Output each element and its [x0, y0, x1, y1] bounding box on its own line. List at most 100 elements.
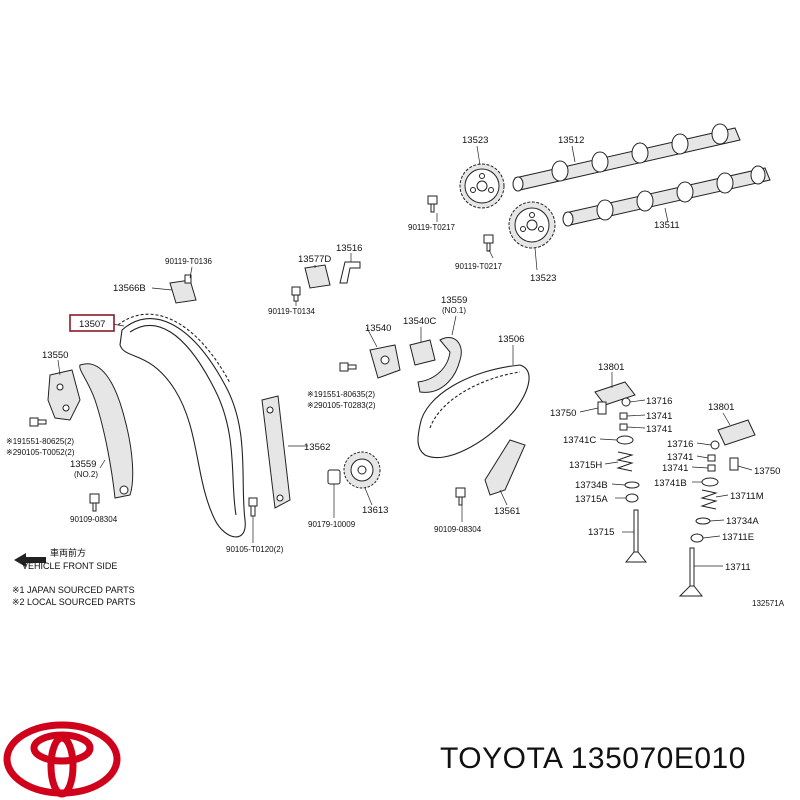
bolt-191551-80625	[29, 417, 47, 427]
spring-13715h	[616, 451, 634, 472]
bolt-90105-t0120	[248, 497, 258, 517]
note-japan-sourced: ※1 JAPAN SOURCED PARTS	[12, 585, 135, 595]
pad-13716-left	[621, 397, 631, 407]
chain-tensioner-13550	[47, 369, 81, 421]
adjuster-13750-right	[729, 457, 739, 471]
label-13734b: 13734B	[575, 480, 608, 491]
chain-vibration-damper-13562	[261, 395, 291, 509]
label-13523-upper: 13523	[462, 135, 488, 146]
part-number-caption: TOYOTA 135070E010	[440, 742, 746, 775]
orientation-label-jp: 車両前方	[50, 547, 86, 558]
label-13741b: 13741B	[654, 478, 687, 489]
chain-damper-13561	[484, 439, 526, 496]
label-13550: 13550	[42, 350, 68, 361]
label-13741-right-a: 13741	[667, 452, 693, 463]
timing-chain-13507	[117, 313, 246, 538]
pad-13716-right	[710, 440, 720, 450]
label-13741c: 13741C	[563, 435, 596, 446]
intake-valve-13715	[624, 509, 648, 563]
label-13741-right-b: 13741	[662, 463, 688, 474]
orientation-label-en: VEHICLE FRONT SIDE	[22, 561, 117, 571]
label-90119-t0136: 90119-T0136	[165, 257, 213, 266]
seal-13734a	[695, 517, 711, 525]
label-13511: 13511	[654, 220, 680, 231]
seat-13711e	[690, 533, 704, 543]
vehicle-front-arrow-icon	[14, 553, 46, 567]
label-290105-t0283: ※290105-T0283(2)	[307, 401, 376, 410]
label-13577d: 13577D	[298, 254, 331, 265]
bracket-13577d	[304, 264, 331, 289]
spring-13711m	[700, 489, 718, 510]
label-90109-08304-right: 90109-08304	[434, 525, 482, 534]
camshaft-13512	[512, 123, 741, 192]
label-13613: 13613	[362, 505, 388, 516]
rocker-arm-13801-left	[594, 381, 636, 406]
camshaft-sprocket-13523-upper	[459, 163, 505, 209]
diagram-reference-code: 132571A	[752, 599, 785, 608]
bracket-13566b	[169, 274, 197, 304]
label-13540: 13540	[365, 323, 391, 334]
chain-slipper-13559-no1	[417, 337, 462, 393]
timing-chain-13506	[417, 364, 530, 459]
seal-13734b	[624, 481, 640, 489]
label-290105-t0052: ※290105-T0052(2)	[6, 448, 75, 457]
label-13506: 13506	[498, 334, 524, 345]
label-13716-right: 13716	[667, 439, 693, 450]
crankshaft-sprocket-13613	[343, 451, 381, 489]
label-13750-left: 13750	[550, 408, 576, 419]
exhaust-valve-13711	[678, 547, 704, 597]
label-13750-right: 13750	[754, 466, 780, 477]
label-191551-80625: ※191551-80625(2)	[6, 437, 74, 446]
camshaft-sprocket-13523-lower	[508, 201, 556, 249]
label-90179-10009: 90179-10009	[308, 520, 356, 529]
label-13562: 13562	[304, 442, 330, 453]
label-13566b: 13566B	[113, 283, 146, 294]
bolt-90119-t0217-upper	[427, 195, 438, 213]
label-13512: 13512	[558, 135, 584, 146]
label-90119-t0217-lower: 90119-T0217	[455, 262, 503, 271]
bolt-90119-t0134	[291, 286, 301, 302]
label-90109-08304-left: 90109-08304	[70, 515, 118, 524]
bolt-90109-08304-right	[455, 487, 466, 506]
key-90179-10009	[327, 469, 341, 485]
retainer-13741b	[701, 477, 719, 487]
label-13561: 13561	[494, 506, 520, 517]
rocker-arm-13801-right	[717, 419, 756, 446]
label-13741-left-b: 13741	[646, 424, 672, 435]
label-13801-left: 13801	[598, 362, 624, 373]
label-13716-left: 13716	[646, 396, 672, 407]
label-13715a: 13715A	[575, 494, 608, 505]
adjuster-13750-left	[597, 401, 607, 415]
label-191551-80635: ※191551-80635(2)	[307, 390, 375, 399]
label-90119-t0134: 90119-T0134	[268, 307, 316, 316]
label-13516: 13516	[336, 243, 362, 254]
oil-nozzle-13516	[339, 261, 361, 284]
label-13559-no2-sub: (NO.2)	[74, 470, 98, 479]
label-13711: 13711	[725, 562, 751, 573]
label-13559-no1: 13559	[441, 295, 467, 306]
highlighted-part-13507: 13507	[69, 314, 115, 332]
label-13715h: 13715H	[569, 460, 602, 471]
retainer-13741c	[616, 435, 634, 445]
bolt-90109-08304-left	[89, 493, 100, 512]
label-13559-no1-sub: (NO.1)	[442, 306, 466, 315]
label-13507: 13507	[79, 319, 105, 330]
seat-13715a	[625, 493, 639, 503]
note-local-sourced: ※2 LOCAL SOURCED PARTS	[12, 597, 135, 607]
keeper-13741-right	[707, 454, 716, 472]
label-13715: 13715	[588, 527, 614, 538]
label-90119-t0217-upper: 90119-T0217	[408, 223, 456, 232]
chain-tensioner-13540	[369, 344, 401, 379]
bolt-90119-t0217-lower	[483, 234, 494, 252]
tensioner-13540c	[409, 339, 436, 366]
label-90105-t0120: 90105-T0120(2)	[226, 545, 284, 554]
label-13559-no2: 13559	[70, 459, 96, 470]
camshaft-13511	[562, 165, 771, 227]
bolt-191551-80635	[339, 362, 357, 372]
keeper-13741-left	[619, 412, 628, 431]
label-13711m: 13711M	[730, 491, 764, 502]
label-13734a: 13734A	[726, 516, 759, 527]
label-13711e: 13711E	[722, 532, 754, 543]
chain-tensioner-slipper-13559-no2	[79, 363, 134, 499]
